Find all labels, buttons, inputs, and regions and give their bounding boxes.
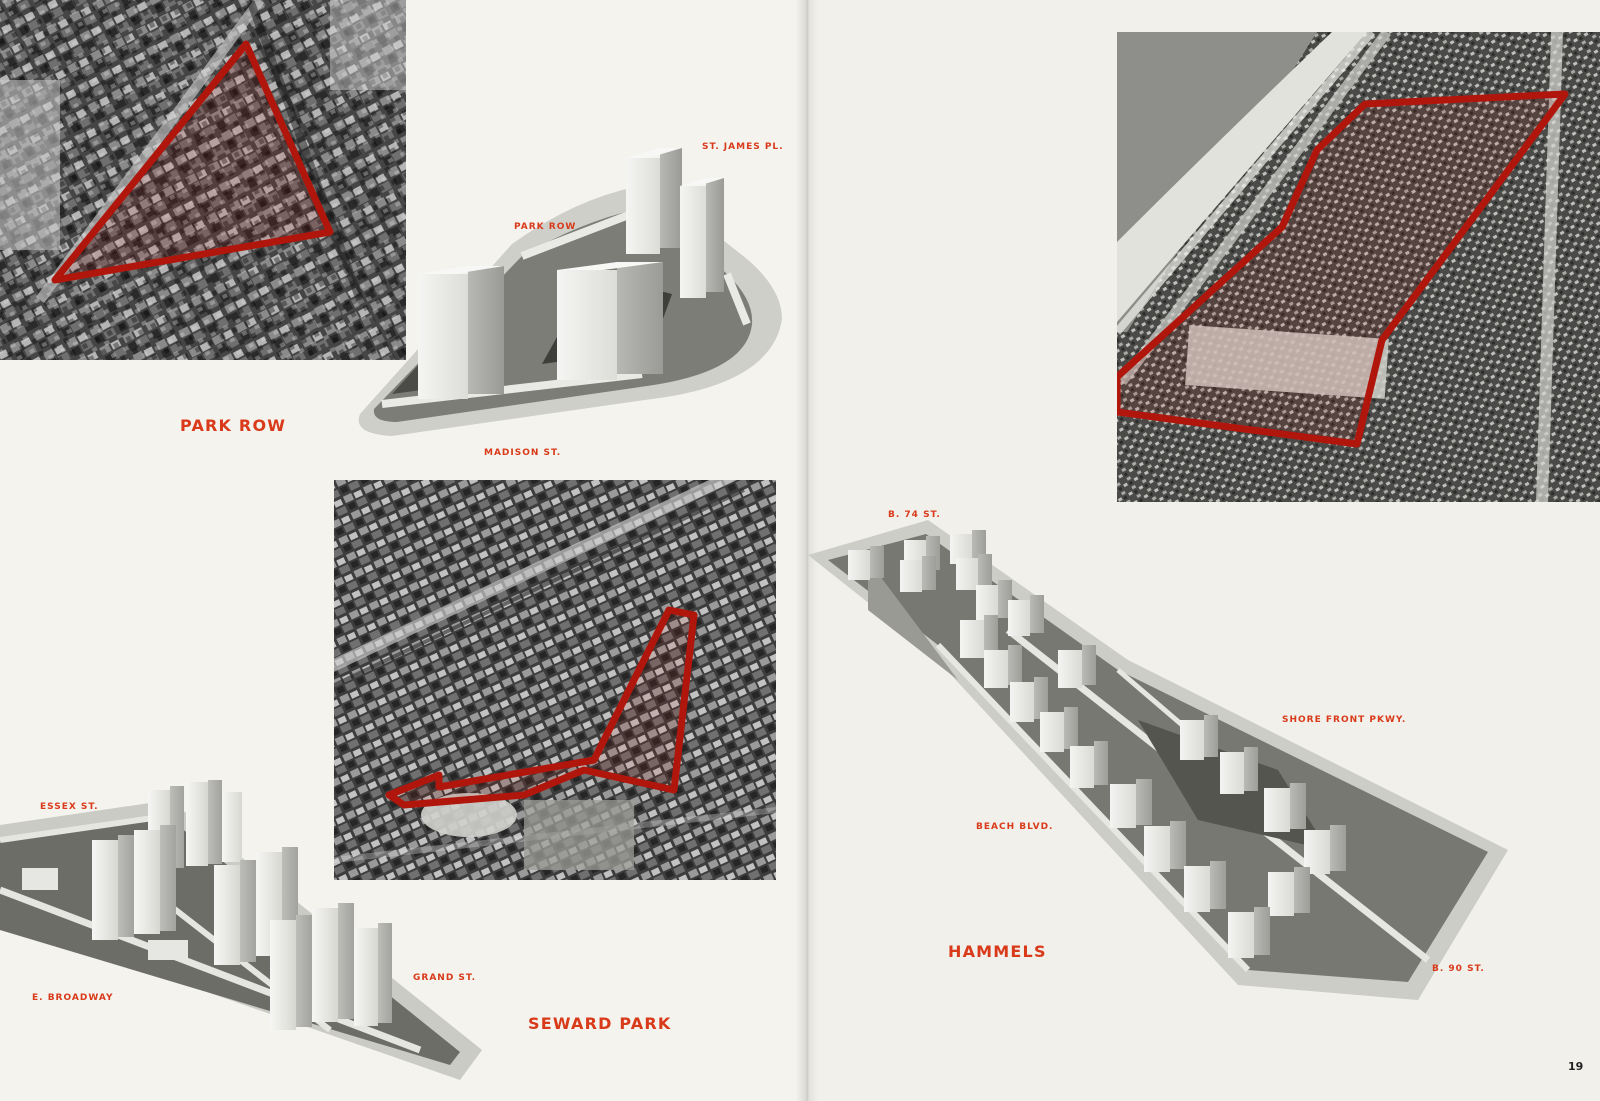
seward-park-title: SEWARD PARK [528,1014,672,1033]
street-label-st-james-pl: ST. JAMES PL. [702,142,784,152]
street-label-grand-st: GRAND ST. [413,973,477,983]
street-label-madison-st: MADISON ST. [484,448,562,458]
park-row-model [352,124,784,444]
seward-park-tower-cluster-4 [270,903,392,1030]
park-row-aerial-photo [0,0,406,360]
seward-park-aerial-image [334,480,776,880]
street-label-park-row: PARK ROW [514,222,577,232]
street-label-b-90-st: B. 90 ST. [1432,964,1485,974]
page-number: 19 [1568,1060,1584,1073]
park-row-title: PARK ROW [180,416,287,435]
seward-park-model-image [0,780,482,1080]
street-label-b-74-st: B. 74 ST. [888,510,941,520]
park-row-tower-3 [626,148,682,254]
park-row-tower-1 [418,266,504,399]
seward-park-tower-cluster-2 [92,825,176,940]
street-label-shore-front-pkwy: SHORE FRONT PKWY. [1282,715,1407,725]
street-label-essex-st: ESSEX ST. [40,802,99,812]
seward-park-site-outline [385,606,698,809]
hammels-model-image [808,520,1508,1000]
seward-park-model [0,780,482,1101]
hammels-title: HAMMELS [948,942,1047,961]
hammels-building-row-2 [960,580,1108,788]
hammels-aerial-image [1117,32,1600,502]
street-label-e-broadway: E. BROADWAY [32,993,114,1003]
park-row-tower-2 [557,262,663,380]
hammels-building-row-3 [1110,715,1346,958]
street-label-beach-blvd: BEACH BLVD. [976,822,1054,832]
park-row-model-image [358,148,782,436]
binding-gutter [796,0,818,1101]
hammels-building-row-1 [848,530,992,592]
hammels-aerial-photo [1117,32,1600,502]
park-row-aerial-image [0,0,406,360]
hammels-site-outline [1117,90,1569,448]
park-row-tower-4 [680,178,724,298]
seward-park-aerial-photo [334,480,776,880]
hammels-model [808,520,1518,1000]
park-row-site-outline [51,40,334,284]
